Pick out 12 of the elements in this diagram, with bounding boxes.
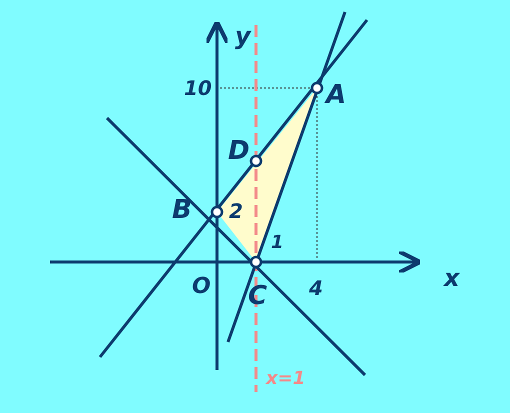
tick-label: 1 <box>271 234 284 252</box>
axis-label: x <box>444 266 460 290</box>
point-label: B <box>172 197 192 223</box>
point-label: A <box>326 82 346 108</box>
tick-label: 10 <box>184 78 212 98</box>
tick-label: 2 <box>229 201 243 221</box>
origin-label: O <box>192 276 211 298</box>
tick-label: 4 <box>309 278 323 298</box>
axis-label: y <box>235 24 251 48</box>
point-label: C <box>248 283 268 309</box>
line-equation-label: x=1 <box>266 370 306 388</box>
point-label: D <box>228 138 250 164</box>
